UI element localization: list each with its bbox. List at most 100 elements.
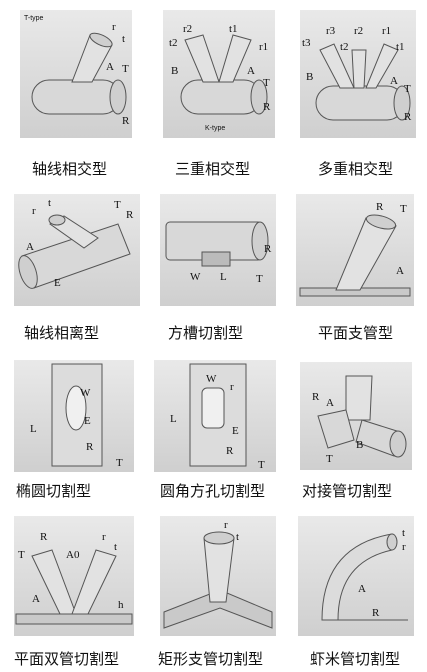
svg-text:T: T <box>404 83 411 95</box>
svg-text:r: r <box>112 21 116 33</box>
k-type-diagram: t2 r2 t1 r1 B A T R T-type K-type <box>163 10 275 138</box>
svg-text:B: B <box>306 71 313 83</box>
diagram-tag: T-type <box>24 15 44 22</box>
svg-text:K-type: K-type <box>205 125 225 132</box>
square-slot-svg: R T W L <box>165 221 272 285</box>
svg-text:L: L <box>220 271 227 283</box>
svg-text:W: W <box>206 373 217 385</box>
svg-text:R: R <box>86 441 94 453</box>
svg-text:A0: A0 <box>66 549 80 561</box>
svg-text:t1: t1 <box>396 41 405 53</box>
k-type-svg: t2 r2 t1 r1 B A T R T-type K-type <box>169 23 271 132</box>
svg-text:E: E <box>54 277 61 289</box>
rounded-square-svg: W r L E R T <box>170 363 265 471</box>
svg-text:A: A <box>247 65 255 77</box>
svg-text:R: R <box>263 101 271 113</box>
ellipse-diagram: W L E R T <box>14 360 134 472</box>
svg-text:T: T <box>258 459 265 471</box>
svg-text:W: W <box>190 271 201 283</box>
svg-text:T: T <box>326 453 333 465</box>
svg-text:t1: t1 <box>229 23 238 35</box>
svg-text:T: T <box>114 199 121 211</box>
svg-text:r3: r3 <box>326 25 336 37</box>
svg-text:r: r <box>402 541 406 553</box>
shrimp-elbow-svg: t r A R <box>321 527 408 621</box>
svg-text:W: W <box>80 387 91 399</box>
svg-text:R: R <box>122 115 130 127</box>
svg-text:r2: r2 <box>354 25 363 37</box>
svg-text:R: R <box>226 445 234 457</box>
plane-branch-svg: R T A <box>299 201 411 297</box>
caption: 平面双管切割型 <box>14 650 120 668</box>
plane-double-svg: T R A0 r t A h <box>15 531 133 625</box>
butt-joint-svg: R A B T <box>312 375 407 465</box>
svg-text:r: r <box>102 531 106 543</box>
svg-text:B: B <box>171 65 178 77</box>
svg-text:t3: t3 <box>302 37 311 49</box>
svg-text:r: r <box>230 381 234 393</box>
svg-text:h: h <box>118 599 124 611</box>
caption: 平面支管型 <box>318 324 394 342</box>
svg-text:L: L <box>170 413 177 425</box>
svg-text:R: R <box>404 111 412 123</box>
ellipse-svg: W L E R T <box>30 363 123 469</box>
svg-text:E: E <box>232 425 239 437</box>
caption: 矩形支管切割型 <box>158 650 264 668</box>
svg-text:B: B <box>356 439 363 451</box>
square-slot-diagram: R T W L <box>160 194 276 306</box>
caption: 对接管切割型 <box>302 482 393 500</box>
svg-text:t: t <box>48 197 51 209</box>
multi-diagram: t3 r3 t2 r2 r1 t1 B A T R <box>300 10 416 138</box>
svg-text:T: T <box>263 77 270 89</box>
svg-text:R: R <box>372 607 380 619</box>
rounded-square-diagram: W r L E R T <box>154 360 276 472</box>
caption: 三重相交型 <box>175 160 251 178</box>
svg-text:t: t <box>402 527 405 539</box>
rect-branch-svg: r t <box>163 519 273 629</box>
svg-text:R: R <box>312 391 320 403</box>
caption: 虾米管切割型 <box>310 650 401 668</box>
multi-svg: t3 r3 t2 r2 r1 t1 B A T R <box>302 25 412 123</box>
svg-text:A: A <box>358 583 366 595</box>
svg-text:A: A <box>106 61 114 73</box>
svg-text:T: T <box>400 203 407 215</box>
svg-text:T: T <box>116 457 123 469</box>
t-type-svg: T-type r t A T R <box>24 15 130 127</box>
svg-text:r2: r2 <box>183 23 192 35</box>
svg-text:r: r <box>224 519 228 531</box>
svg-text:A: A <box>326 397 334 409</box>
caption: 轴线相离型 <box>24 324 100 342</box>
svg-text:T: T <box>18 549 25 561</box>
svg-text:t: t <box>114 541 117 553</box>
svg-text:r1: r1 <box>382 25 391 37</box>
caption: 椭圆切割型 <box>16 482 92 500</box>
svg-text:r: r <box>32 205 36 217</box>
svg-text:E: E <box>84 415 91 427</box>
t-type-diagram: T-type r t A T R <box>20 10 132 138</box>
plane-branch-diagram: R T A <box>296 194 414 306</box>
svg-text:r1: r1 <box>259 41 268 53</box>
caption: 轴线相交型 <box>32 160 108 178</box>
offset-svg: r t T R A E <box>18 197 134 289</box>
svg-text:T: T <box>256 273 263 285</box>
svg-text:R: R <box>40 531 48 543</box>
svg-text:A: A <box>390 75 398 87</box>
offset-diagram: r t T R A E <box>14 194 140 306</box>
rect-branch-diagram: r t <box>160 516 276 636</box>
svg-text:A: A <box>26 241 34 253</box>
svg-text:t2: t2 <box>340 41 349 53</box>
shrimp-elbow-diagram: t r A R <box>298 516 414 636</box>
svg-text:R: R <box>126 209 134 221</box>
caption: 多重相交型 <box>318 160 394 178</box>
svg-text:A: A <box>396 265 404 277</box>
svg-text:t: t <box>122 33 125 45</box>
svg-text:A: A <box>32 593 40 605</box>
caption: 圆角方孔切割型 <box>160 482 266 500</box>
svg-text:R: R <box>264 243 272 255</box>
svg-text:t2: t2 <box>169 37 178 49</box>
svg-text:L: L <box>30 423 37 435</box>
plane-double-diagram: T R A0 r t A h <box>14 516 134 636</box>
caption: 方槽切割型 <box>168 324 244 342</box>
svg-text:t: t <box>236 531 239 543</box>
